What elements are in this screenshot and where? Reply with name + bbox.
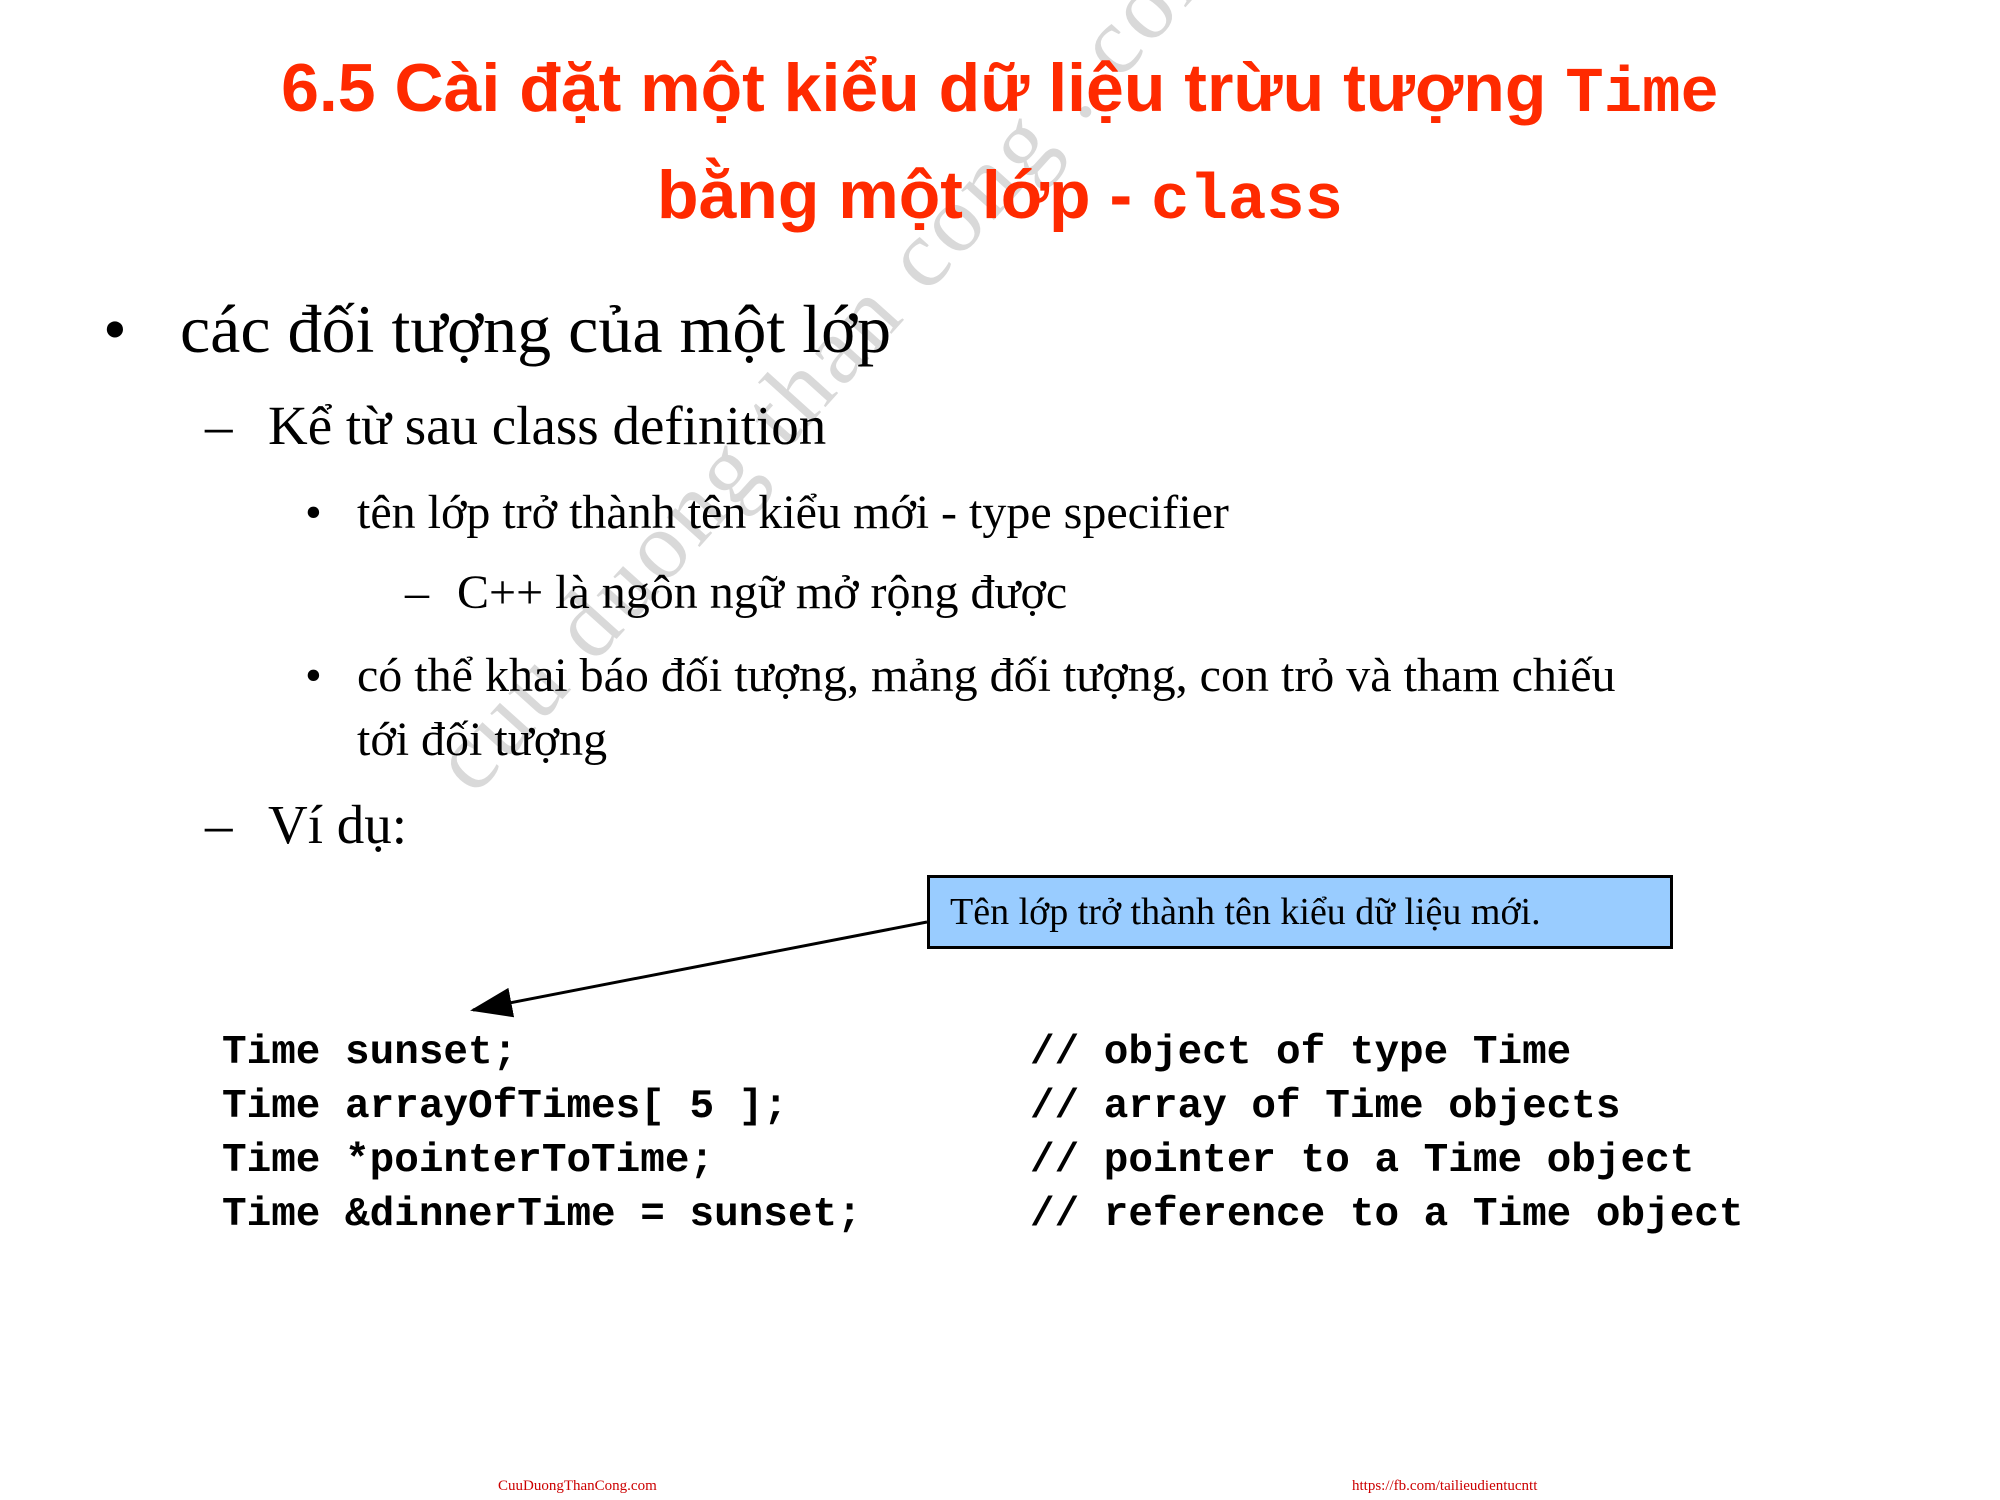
bullet-level2-definition: Kể từ sau class definition (268, 395, 827, 456)
slide-title: 6.5 Cài đặt một kiểu dữ liệu trừu tượng … (0, 38, 2000, 252)
bullet-marker: • (305, 649, 322, 702)
footer-source-right: https://fb.com/tailieudientucntt (1352, 1478, 1538, 1494)
title-line-1: 6.5 Cài đặt một kiểu dữ liệu trừu tượng … (0, 38, 2000, 145)
title-line-2-code: class (1151, 166, 1344, 238)
bullet-level3-type-specifier: tên lớp trở thành tên kiểu mới - type sp… (357, 486, 1229, 539)
title-line-1-text: 6.5 Cài đặt một kiểu dữ liệu trừu tượng (281, 50, 1566, 126)
bullet-level2-example: Ví dụ: (268, 794, 408, 855)
code-comment: // array of Time objects (1030, 1084, 1621, 1130)
code-line: Time arrayOfTimes[ 5 ]; (222, 1084, 788, 1130)
bullet-level4-cpp: C++ là ngôn ngữ mở rộng được (457, 566, 1068, 619)
bullet-level3-declare-line1: có thể khai báo đối tượng, mảng đối tượn… (357, 649, 1616, 702)
dash-marker: – (205, 794, 233, 855)
title-line-1-code: Time (1565, 59, 1719, 131)
code-line: Time &dinnerTime = sunset; (222, 1192, 862, 1238)
code-comment: // pointer to a Time object (1030, 1138, 1695, 1184)
bullet-marker: • (103, 291, 127, 367)
code-comment: // object of type Time (1030, 1030, 1572, 1076)
title-line-2: bằng một lớp - class (0, 145, 2000, 252)
callout-box: Tên lớp trở thành tên kiểu dữ liệu mới. (927, 875, 1673, 949)
code-comment: // reference to a Time object (1030, 1192, 1744, 1238)
bullet-marker: • (305, 486, 322, 539)
title-line-2-text: bằng một lớp - (656, 157, 1152, 233)
footer-source-left: CuuDuongThanCong.com (498, 1478, 657, 1494)
dash-marker: – (205, 395, 233, 456)
code-line: Time *pointerToTime; (222, 1138, 715, 1184)
dash-marker: – (405, 566, 429, 619)
code-line: Time sunset; (222, 1030, 518, 1076)
bullet-level3-declare-line2: tới đối tượng (357, 713, 608, 766)
bullet-level1: các đối tượng của một lớp (180, 291, 892, 367)
